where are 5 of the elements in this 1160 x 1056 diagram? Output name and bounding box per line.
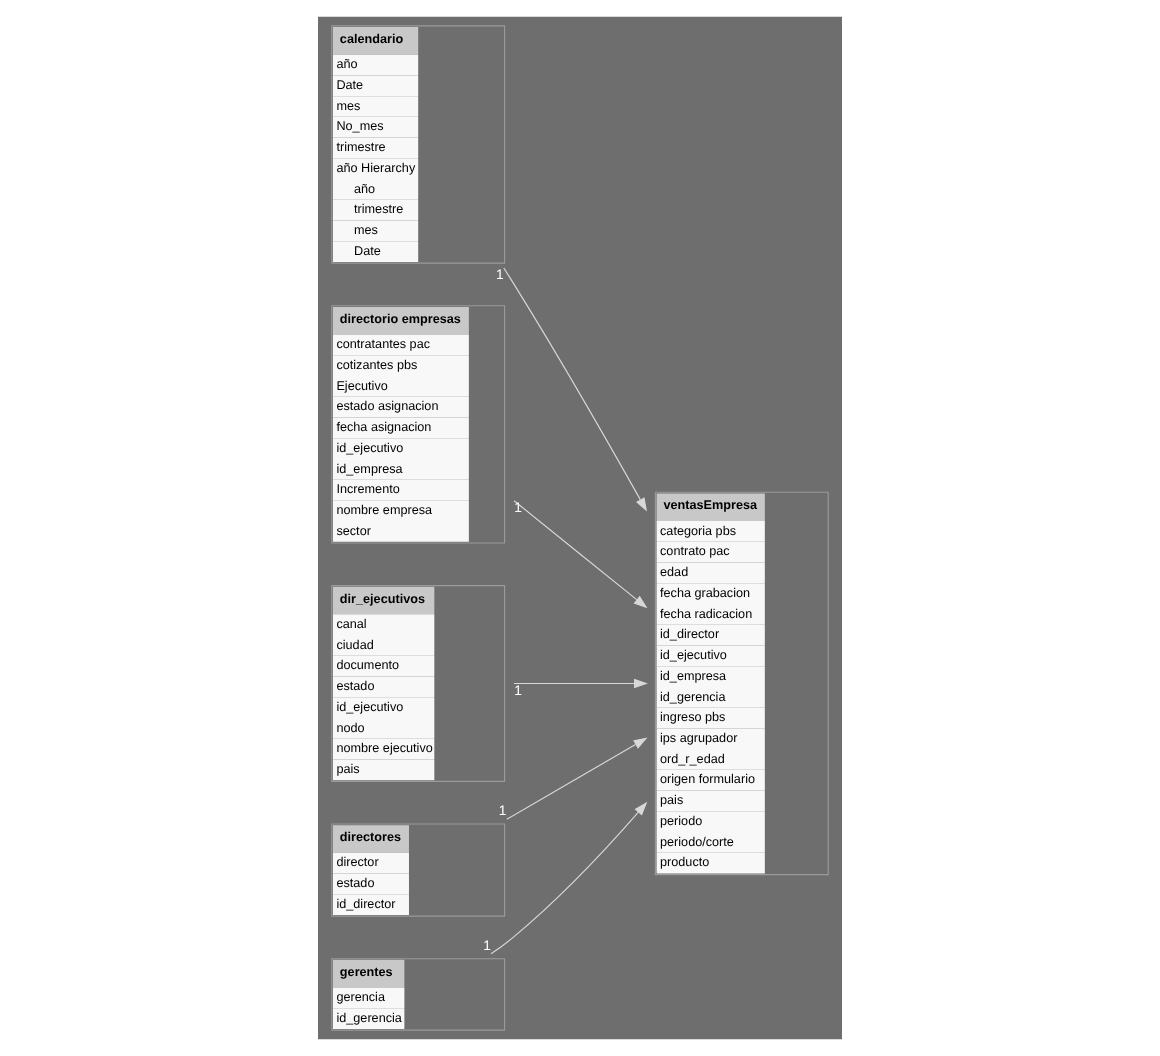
arrow: [513, 500, 648, 609]
arrow: [503, 267, 647, 512]
arrow: [506, 737, 648, 820]
arrow: [490, 801, 648, 955]
arrow: [513, 678, 648, 689]
